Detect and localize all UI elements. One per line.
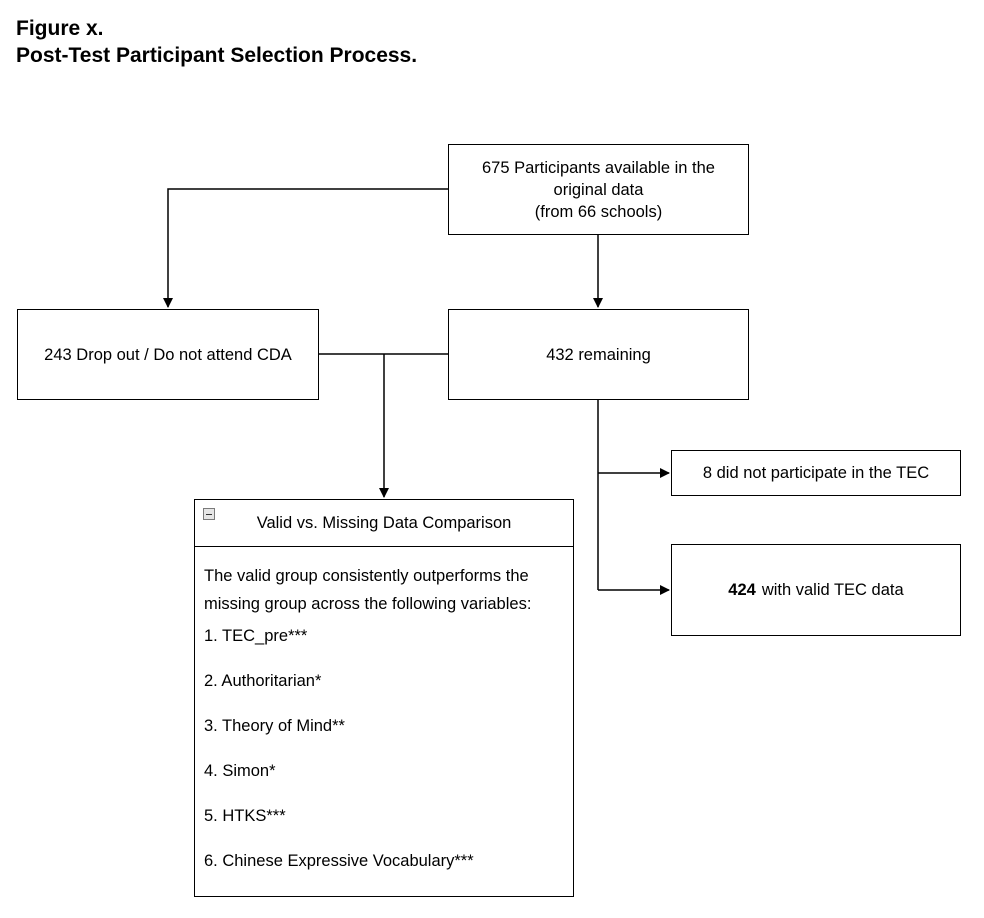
collapse-icon[interactable] [203,508,215,520]
no-tec-box: 8 did not participate in the TEC [671,450,961,496]
comparison-description: The valid group consistently outperforms… [204,567,532,613]
comparison-title: Valid vs. Missing Data Comparison [256,513,512,532]
dropout-box: 243 Drop out / Do not attend CDA [17,309,319,400]
comparison-item: 1. TEC_pre*** [204,627,308,645]
no-tec-text: 8 did not participate in the TEC [702,464,930,482]
dropout-text: 243 Drop out / Do not attend CDA [44,345,292,364]
figure-title: Post-Test Participant Selection Process. [16,44,418,67]
remaining-box: 432 remaining [448,309,749,400]
comparison-item: 4. Simon* [204,762,276,780]
original-data-line-1: 675 Participants available in the [482,158,715,177]
comparison-panel: Valid vs. Missing Data Comparison The va… [194,499,574,897]
valid-tec-box: 424 with valid TEC data [671,544,961,636]
figure-label: Figure x. [16,17,104,40]
comparison-item: 3. Theory of Mind** [204,717,345,735]
comparison-panel-header: Valid vs. Missing Data Comparison [195,500,573,547]
comparison-item: 6. Chinese Expressive Vocabulary*** [204,852,474,870]
remaining-text: 432 remaining [546,345,651,364]
original-data-box: 675 Participants available in the origin… [448,144,749,235]
original-data-line-3: (from 66 schools) [534,202,663,221]
comparison-item: 2. Authoritarian* [204,672,322,690]
valid-tec-text: with valid TEC data [761,581,904,599]
comparison-item: 5. HTKS*** [204,807,286,825]
valid-tec-count: 424 [728,581,756,599]
edge-original-to-dropout [163,188,448,308]
original-data-line-2: original data [553,180,644,199]
comparison-panel-body: The valid group consistently outperforms… [195,547,573,872]
